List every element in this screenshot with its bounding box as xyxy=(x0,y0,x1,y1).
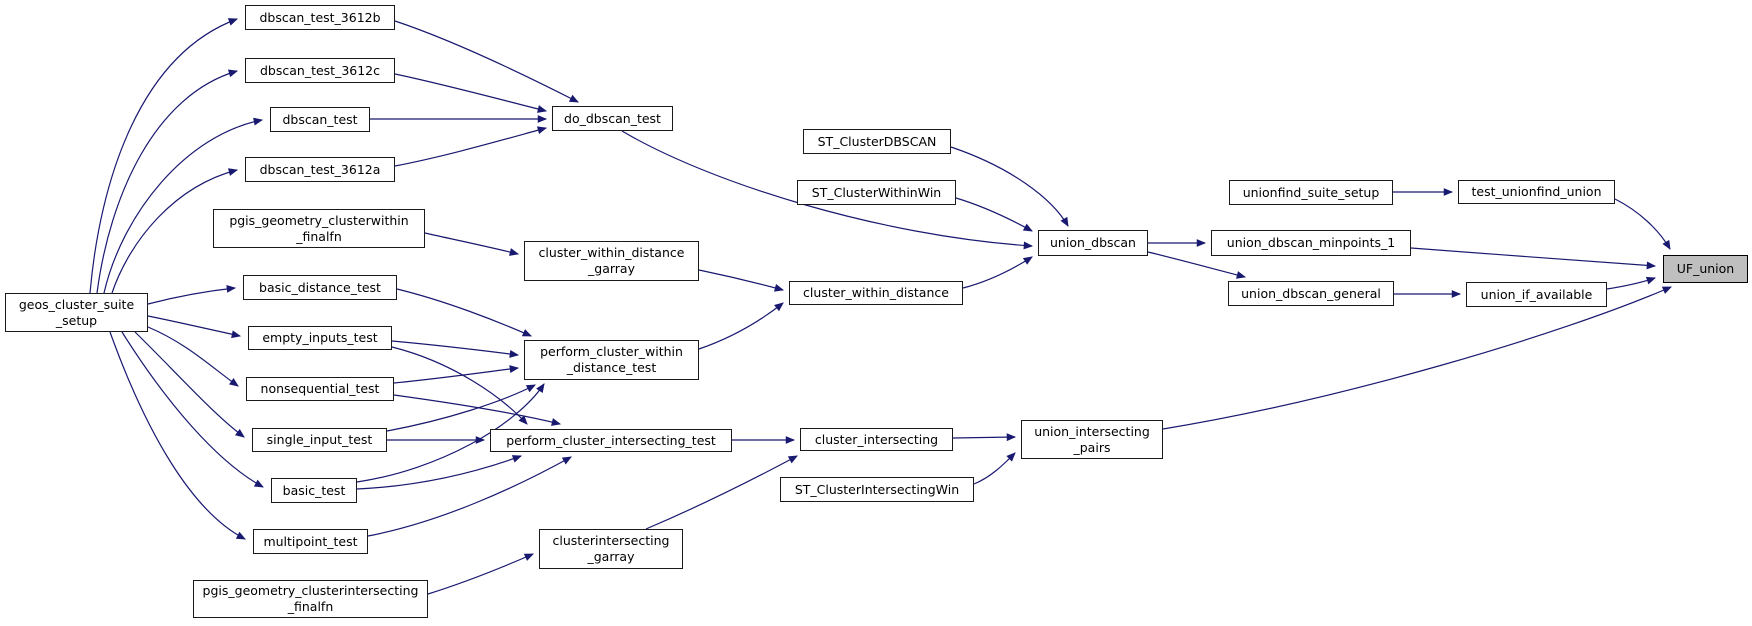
node-st-clusterdbscan[interactable]: ST_ClusterDBSCAN xyxy=(803,129,951,154)
edge-dbscan-test-3612c-to-do-dbscan-test xyxy=(394,73,548,113)
node-pgis-geometry-clusterwithin-finalfn[interactable]: pgis_geometry_clusterwithin _finalfn xyxy=(213,209,425,248)
node-cluster-within-distance-garray[interactable]: cluster_within_distance _garray xyxy=(524,241,699,281)
node-perform-cluster-within-distance-test[interactable]: perform_cluster_within _distance_test xyxy=(524,340,699,380)
node-multipoint-test[interactable]: multipoint_test xyxy=(253,529,368,554)
node-dbscan-test-3612c[interactable]: dbscan_test_3612c xyxy=(245,58,395,83)
edge-geos-cluster-suite-setup-to-dbscan-test-3612c xyxy=(96,69,239,294)
node-unionfind-suite-setup[interactable]: unionfind_suite_setup xyxy=(1229,180,1393,205)
edge-basic-test-to-perform-cluster-within-distance-test xyxy=(356,383,545,483)
edge-cluster-intersecting-to-union-intersecting-pairs xyxy=(952,433,1017,442)
node-cluster-intersecting[interactable]: cluster_intersecting xyxy=(800,428,953,451)
edge-clusterintersecting-garray-to-cluster-intersecting xyxy=(645,455,798,530)
node-cluster-within-distance[interactable]: cluster_within_distance xyxy=(789,281,963,305)
edge-st-clusterintersectingwin-to-union-intersecting-pairs xyxy=(973,452,1016,485)
node-do-dbscan-test[interactable]: do_dbscan_test xyxy=(552,106,673,131)
edge-geos-cluster-suite-setup-to-nonsequential-test xyxy=(147,326,239,387)
edge-union-if-available-to-uf-union xyxy=(1606,276,1657,290)
node-union-if-available[interactable]: union_if_available xyxy=(1466,282,1607,307)
edge-union-intersecting-pairs-to-uf-union xyxy=(1162,286,1672,430)
edge-geos-cluster-suite-setup-to-empty-inputs-test xyxy=(147,315,242,339)
edge-single-input-test-to-perform-cluster-within-distance-test xyxy=(386,384,536,432)
edge-nonsequential-test-to-perform-cluster-intersecting-test xyxy=(393,394,562,426)
edge-st-clusterwithinwin-to-union-dbscan xyxy=(955,197,1033,232)
edge-basic-test-to-perform-cluster-intersecting-test xyxy=(356,455,522,490)
node-basic-test[interactable]: basic_test xyxy=(271,478,357,503)
node-uf-union[interactable]: UF_union xyxy=(1663,255,1748,283)
edge-test-unionfind-union-to-uf-union xyxy=(1614,198,1671,250)
node-test-unionfind-union[interactable]: test_unionfind_union xyxy=(1458,180,1615,204)
edge-geos-cluster-suite-setup-to-basic-distance-test xyxy=(147,284,237,305)
edge-empty-inputs-test-to-perform-cluster-within-distance-test xyxy=(391,340,520,358)
edge-pgis-geometry-clusterintersecting-finalfn-to-clusterintersecting-garray xyxy=(427,553,534,595)
edge-geos-cluster-suite-setup-to-dbscan-test-3612a xyxy=(111,168,239,294)
edge-perform-cluster-within-distance-test-to-cluster-within-distance xyxy=(698,302,784,350)
node-pgis-geometry-clusterintersecting-finalfn[interactable]: pgis_geometry_clusterintersecting _final… xyxy=(193,580,428,618)
edge-union-dbscan-to-union-dbscan-general xyxy=(1147,251,1247,279)
edge-geos-cluster-suite-setup-to-multipoint-test xyxy=(109,331,246,540)
node-union-dbscan-minpoints-1[interactable]: union_dbscan_minpoints_1 xyxy=(1211,230,1411,256)
node-st-clusterwithinwin[interactable]: ST_ClusterWithinWin xyxy=(797,180,956,205)
edge-dbscan-test-3612a-to-do-dbscan-test xyxy=(394,126,548,167)
edge-pgis-geometry-clusterwithin-finalfn-to-cluster-within-distance-garray xyxy=(424,232,520,256)
node-union-dbscan[interactable]: union_dbscan xyxy=(1038,230,1148,256)
edge-cluster-within-distance-to-union-dbscan xyxy=(962,256,1033,289)
edge-geos-cluster-suite-setup-to-dbscan-test xyxy=(103,117,264,294)
edge-st-clusterdbscan-to-union-dbscan xyxy=(950,146,1069,227)
edge-union-dbscan-minpoints-1-to-uf-union xyxy=(1410,247,1657,270)
node-basic-distance-test[interactable]: basic_distance_test xyxy=(243,275,397,300)
edge-geos-cluster-suite-setup-to-dbscan-test-3612b xyxy=(89,18,238,294)
node-single-input-test[interactable]: single_input_test xyxy=(252,428,387,452)
node-empty-inputs-test[interactable]: empty_inputs_test xyxy=(248,326,392,350)
edge-cluster-within-distance-garray-to-cluster-within-distance xyxy=(698,269,785,292)
edge-geos-cluster-suite-setup-to-basic-test xyxy=(121,331,264,488)
node-dbscan-test-3612b[interactable]: dbscan_test_3612b xyxy=(245,5,395,30)
edge-geos-cluster-suite-setup-to-single-input-test xyxy=(134,331,245,438)
node-perform-cluster-intersecting-test[interactable]: perform_cluster_intersecting_test xyxy=(490,429,732,452)
node-union-intersecting-pairs[interactable]: union_intersecting _pairs xyxy=(1021,420,1163,459)
node-nonsequential-test[interactable]: nonsequential_test xyxy=(246,377,394,401)
edge-multipoint-test-to-perform-cluster-intersecting-test xyxy=(367,456,572,537)
edge-nonsequential-test-to-perform-cluster-within-distance-test xyxy=(393,365,520,384)
node-union-dbscan-general[interactable]: union_dbscan_general xyxy=(1228,281,1394,306)
node-dbscan-test-3612a[interactable]: dbscan_test_3612a xyxy=(245,157,395,182)
node-geos-cluster-suite-setup[interactable]: geos_cluster_suite _setup xyxy=(5,293,148,332)
edge-basic-distance-test-to-perform-cluster-within-distance-test xyxy=(396,288,532,337)
node-dbscan-test[interactable]: dbscan_test xyxy=(270,107,370,132)
node-st-clusterintersectingwin[interactable]: ST_ClusterIntersectingWin xyxy=(780,477,974,502)
node-clusterintersecting-garray[interactable]: clusterintersecting _garray xyxy=(539,529,683,569)
edge-dbscan-test-3612b-to-do-dbscan-test xyxy=(394,20,579,103)
